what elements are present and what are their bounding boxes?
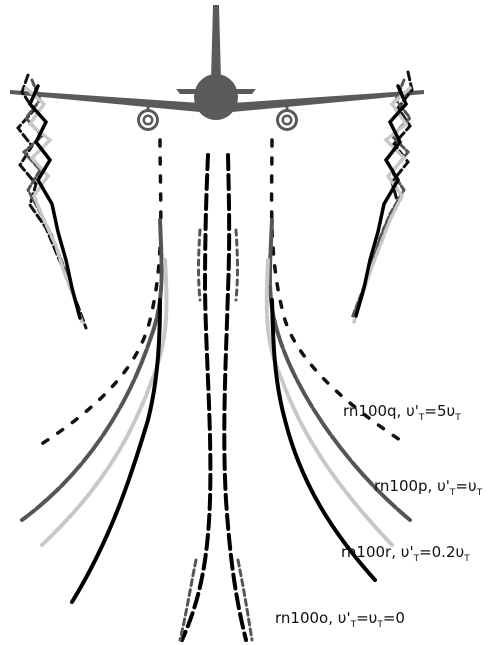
label-run-r: rn100r, υ'T=0.2υT <box>341 543 470 564</box>
engine-right <box>276 105 298 131</box>
aircraft-icon <box>10 5 424 131</box>
label-run-q: rn100q, υ'T=5υT <box>343 402 461 423</box>
label-run-p: rn100p, υ'T=υT <box>374 477 483 498</box>
left-wingtip-vortices <box>18 75 86 328</box>
trajectory-run-r-left <box>42 260 167 545</box>
tail-fin <box>211 5 221 80</box>
trajectory-center-left-grey <box>199 230 201 300</box>
trajectory-center-left <box>182 155 210 640</box>
label-run-o: rn100o, υ'T=υT=0 <box>275 609 405 630</box>
central-wake-trajectories <box>22 140 410 640</box>
engine-left <box>137 105 159 131</box>
trajectory-run-p-right <box>270 220 410 520</box>
trajectory-run-o-outer-right <box>272 300 375 580</box>
trajectory-run-p-left <box>22 220 162 520</box>
trajectory-center-right-grey <box>236 230 238 300</box>
trajectory-run-q-right <box>272 140 400 440</box>
fuselage <box>194 74 238 120</box>
right-wingtip-vortices <box>352 72 412 322</box>
trajectory-center-right <box>224 155 246 640</box>
